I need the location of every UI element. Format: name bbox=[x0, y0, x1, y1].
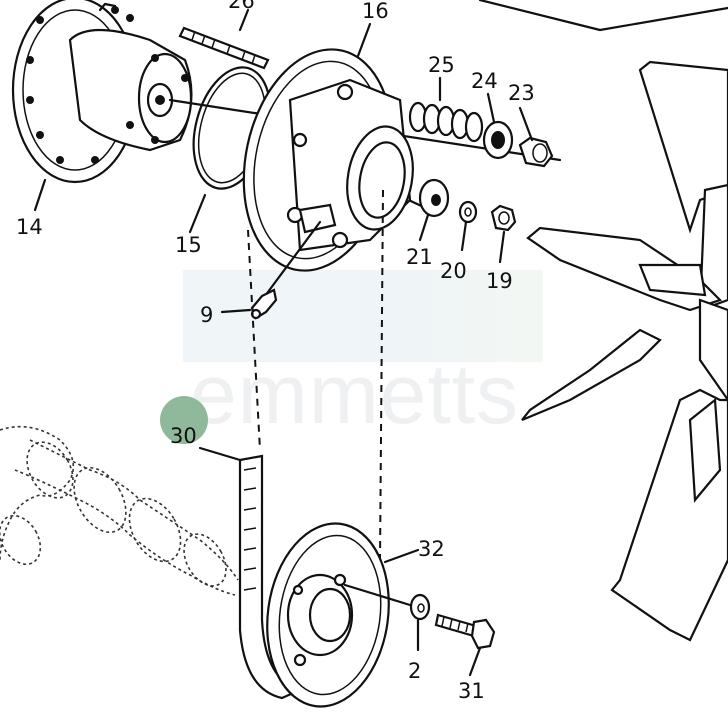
grease-fitting-drawing bbox=[220, 288, 278, 320]
crankshaft-drawing bbox=[0, 425, 239, 596]
spring-washers-drawing bbox=[408, 101, 484, 143]
label-v-belt: 30 bbox=[170, 424, 197, 448]
housing-outline bbox=[478, 0, 728, 32]
fan-hub-drawing bbox=[11, 0, 193, 184]
label-spring-washers: 25 bbox=[428, 53, 455, 77]
label-bolt: 31 bbox=[458, 679, 485, 703]
label-nut-small: 19 bbox=[486, 269, 513, 293]
label-fan-hub: 14 bbox=[16, 215, 43, 239]
crank-pulley-drawing bbox=[266, 522, 420, 708]
label-pulley-hub: 16 bbox=[362, 0, 389, 23]
label-washer: 2 bbox=[408, 659, 421, 683]
label-spacer: 24 bbox=[471, 69, 498, 93]
label-gasket: 15 bbox=[175, 233, 202, 257]
part-labels: 26 16 25 24 23 14 15 21 20 19 9 30 32 2 … bbox=[16, 0, 535, 703]
label-stud: 26 bbox=[228, 0, 255, 13]
belt-path bbox=[247, 189, 384, 561]
watermark-band bbox=[183, 270, 543, 362]
label-crank-pulley: 32 bbox=[418, 537, 445, 561]
flat-washer-drawing bbox=[418, 178, 450, 218]
label-lock-washer: 20 bbox=[440, 259, 467, 283]
leader-lines bbox=[33, 8, 534, 677]
highlight-marker bbox=[160, 396, 208, 444]
spacer-drawing bbox=[482, 120, 514, 160]
pulley-hub-drawing bbox=[242, 48, 414, 302]
fan-blades-drawing bbox=[521, 60, 728, 642]
watermark: emmetts bbox=[190, 347, 520, 441]
label-nut: 23 bbox=[508, 81, 535, 105]
label-flat-washer: 21 bbox=[406, 245, 433, 269]
stud-drawing bbox=[178, 26, 270, 70]
bolt-drawing bbox=[434, 613, 496, 650]
washer-drawing bbox=[409, 593, 431, 621]
lock-washer-drawing bbox=[458, 200, 478, 224]
nut-small-drawing bbox=[490, 204, 517, 232]
label-grease-fitting: 9 bbox=[200, 303, 213, 327]
nut-drawing bbox=[518, 136, 554, 168]
